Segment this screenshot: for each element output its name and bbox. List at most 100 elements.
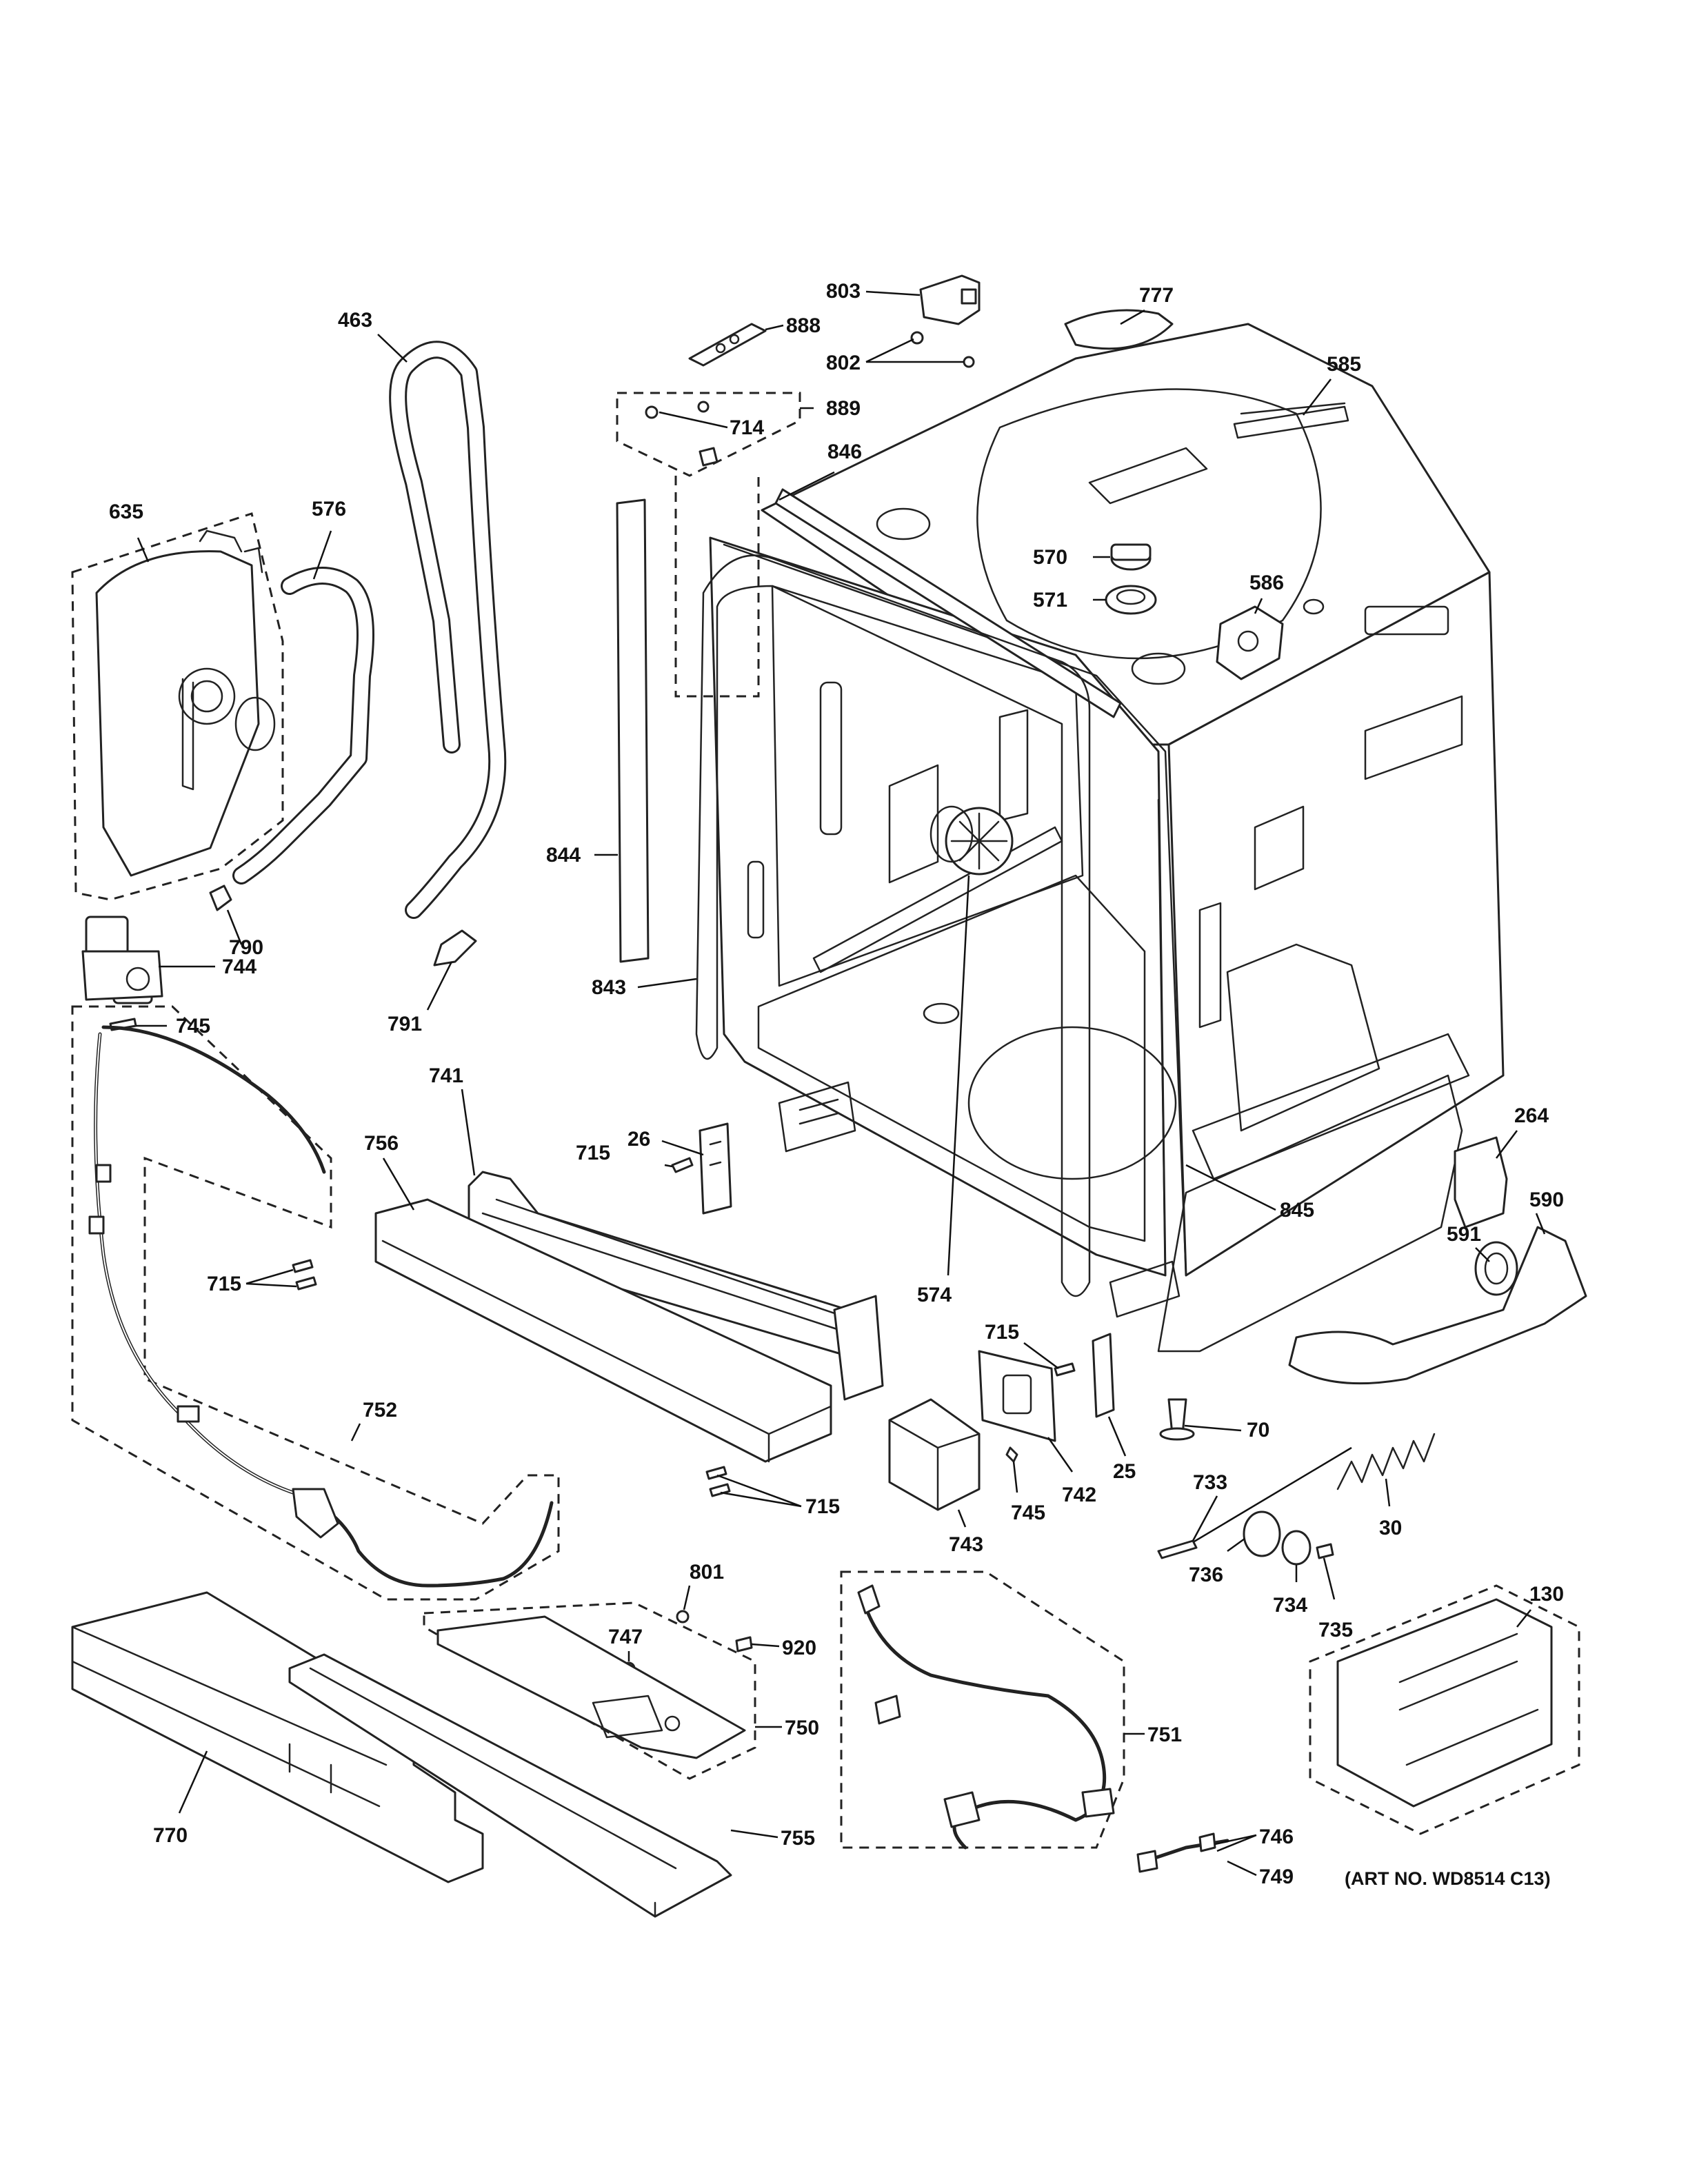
plate-742: [978, 1350, 1056, 1442]
screw-920: [735, 1636, 753, 1652]
pulley-734: [1281, 1530, 1312, 1566]
control-board-750: [436, 1615, 746, 1759]
callout-25: 25: [1113, 1460, 1136, 1483]
side-strip-844: [616, 498, 650, 963]
callout-571: 571: [1033, 589, 1067, 611]
bracket-25: [1092, 1333, 1115, 1418]
spring-30: [1336, 1433, 1436, 1490]
vent-valve-586: [1216, 605, 1284, 680]
fill-cap-570: [1110, 543, 1152, 571]
switch-803: [919, 274, 981, 325]
callout-734: 734: [1273, 1594, 1307, 1617]
callout-715b: 715: [207, 1273, 241, 1295]
callout-889: 889: [826, 397, 861, 420]
callout-756: 756: [364, 1132, 399, 1155]
kit-outline-752: [71, 1005, 560, 1601]
screw-715c2: [709, 1483, 731, 1497]
tray-755: [288, 1653, 732, 1918]
seal-591: [1474, 1241, 1518, 1296]
callout-751: 751: [1147, 1723, 1182, 1746]
toe-kick-756: [374, 1198, 832, 1463]
callout-790: 790: [229, 936, 263, 959]
bracket-26: [699, 1122, 732, 1215]
callout-30: 30: [1379, 1517, 1402, 1539]
callout-791: 791: [388, 1013, 422, 1035]
screw-802b: [963, 356, 975, 368]
callout-576: 576: [312, 498, 346, 520]
callout-802: 802: [826, 352, 861, 374]
bracket-888: [688, 323, 767, 367]
sump-cover-635: [95, 550, 260, 877]
callout-735: 735: [1318, 1619, 1353, 1641]
callout-803: 803: [826, 280, 861, 303]
leader-lines: [136, 290, 1546, 1877]
callout-743: 743: [949, 1533, 983, 1556]
callout-590: 590: [1529, 1189, 1564, 1211]
screw-801: [676, 1610, 690, 1624]
screw-745b: [1005, 1446, 1018, 1463]
callout-801: 801: [690, 1561, 724, 1584]
callout-888: 888: [786, 314, 821, 337]
screw-715d: [1054, 1362, 1076, 1377]
callout-264: 264: [1514, 1104, 1549, 1127]
callout-750: 750: [785, 1717, 819, 1739]
heater-130: [1336, 1598, 1553, 1808]
kit-outline-889: [616, 392, 801, 477]
callout-752: 752: [363, 1399, 397, 1422]
callout-591: 591: [1447, 1223, 1481, 1246]
bracket-264: [1454, 1136, 1508, 1228]
cable-733: [1172, 1446, 1352, 1556]
callout-586: 586: [1249, 572, 1284, 594]
kit-outline-750: [423, 1601, 756, 1780]
callout-130: 130: [1529, 1583, 1564, 1606]
callout-845: 845: [1280, 1199, 1314, 1222]
screw-715b2: [295, 1276, 317, 1291]
callout-920: 920: [782, 1637, 816, 1659]
callout-770: 770: [153, 1824, 188, 1847]
screw-802a: [910, 331, 924, 345]
duct-590: [1288, 1226, 1587, 1385]
clamp-790: [209, 884, 232, 911]
callout-570: 570: [1033, 546, 1067, 569]
pulley-736: [1243, 1510, 1281, 1557]
callout-26: 26: [627, 1128, 650, 1151]
callout-844: 844: [546, 844, 581, 867]
callout-635: 635: [109, 501, 143, 523]
strip-846: [774, 488, 1122, 718]
callout-585: 585: [1327, 353, 1361, 376]
module-743: [888, 1398, 981, 1511]
callout-733: 733: [1193, 1471, 1227, 1494]
callout-755: 755: [781, 1827, 815, 1850]
callout-742: 742: [1062, 1484, 1096, 1506]
inlet-valve-744: [81, 916, 163, 1004]
tub-assembly: [709, 323, 1505, 1353]
callout-736: 736: [1189, 1564, 1223, 1586]
vent-777: [1064, 309, 1174, 350]
callout-846: 846: [827, 441, 862, 463]
screw-715a: [671, 1157, 694, 1173]
door-gasket-843: [695, 554, 1091, 1297]
screw-735: [1316, 1543, 1334, 1559]
callout-741: 741: [429, 1064, 463, 1087]
art-number: (ART NO. WD8514 C13): [1345, 1868, 1551, 1889]
kit-outline-635: [71, 512, 284, 901]
callout-745a: 745: [176, 1015, 210, 1038]
screw-714: [645, 405, 659, 419]
callout-777: 777: [1139, 284, 1174, 307]
callout-744: 744: [222, 956, 257, 978]
callout-715c: 715: [805, 1495, 840, 1518]
callout-715a: 715: [576, 1142, 610, 1164]
fill-ring-571: [1105, 585, 1157, 615]
callout-70: 70: [1247, 1419, 1269, 1442]
callout-574: 574: [917, 1284, 952, 1306]
callout-745b: 745: [1011, 1502, 1045, 1524]
callout-747: 747: [608, 1626, 643, 1648]
callout-labels: 803 888 802 889 714 777 585 463 846 635 …: [109, 280, 1564, 1889]
hose-576: [232, 567, 374, 884]
callout-715d: 715: [985, 1321, 1019, 1344]
gasket-585: [1233, 402, 1349, 439]
hose-end-791: [433, 929, 477, 967]
callout-746: 746: [1259, 1826, 1294, 1848]
callout-714: 714: [730, 416, 764, 439]
screw-715b1: [292, 1259, 314, 1273]
